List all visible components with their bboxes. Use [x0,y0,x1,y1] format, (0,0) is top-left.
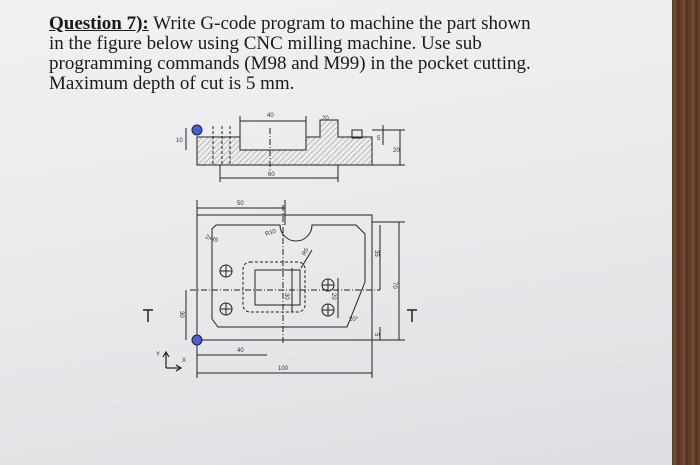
top-dim-r10: R10 [265,228,278,238]
top-dim-40: 40 [237,348,244,354]
top-dim-5: 5 [373,333,379,337]
side-dim-5: 5 [377,136,381,142]
top-dim-100: 100 [278,366,289,372]
top-origin-marker [191,334,203,346]
axis-x-arrow [175,364,183,372]
inner-slot [254,269,301,306]
top-view-outline [196,214,373,341]
top-dim-slot-20: 20 [330,293,336,300]
question-line-2: in the figure below using CNC milling ma… [49,33,482,54]
top-dim-70: 70 [391,282,397,289]
side-view [185,116,405,182]
top-dim-35: 35 [373,250,379,257]
side-dim-40: 40 [267,113,274,119]
question-line-1-text: Write G-code program to machine the part… [148,13,531,34]
question-label: Question 7): [49,13,149,34]
top-dim-slot-30: 30 [283,293,289,300]
top-dim-30: 30 [178,311,184,318]
axis-x-label: X [182,358,186,364]
axis-indicator [162,350,183,372]
wooden-table-edge [672,0,700,465]
side-dim-20: 20 [322,116,329,122]
top-dim-angle: 20° [349,317,359,323]
axis-y-arrow [162,350,170,358]
section-markers [143,309,417,322]
side-dim-60: 60 [268,172,275,178]
side-dim-10: 10 [176,138,183,144]
top-dim-50: 50 [237,201,244,207]
side-origin-marker [191,124,203,136]
inner-slot-outline [242,261,306,313]
pocket-contour [211,224,366,328]
top-dim-r5: R5 [302,247,311,257]
axis-y-label: Y [156,352,160,358]
top-view [185,200,405,378]
top-dim-chamfer: 2x45 [204,234,219,244]
side-small-step [351,129,363,139]
question-text: Question 7): Write G-code program to mac… [49,14,609,94]
question-line-3: programming commands (M98 and M99) in th… [49,53,531,74]
side-dim-20b: 20 [393,148,400,154]
paper-sheet [0,0,672,465]
question-line-1: Question 7): Write G-code program to mac… [49,14,609,34]
side-view-body [196,119,373,166]
question-line-4: Maximum depth of cut is 5 mm. [49,73,295,94]
leader-r5 [300,249,313,269]
